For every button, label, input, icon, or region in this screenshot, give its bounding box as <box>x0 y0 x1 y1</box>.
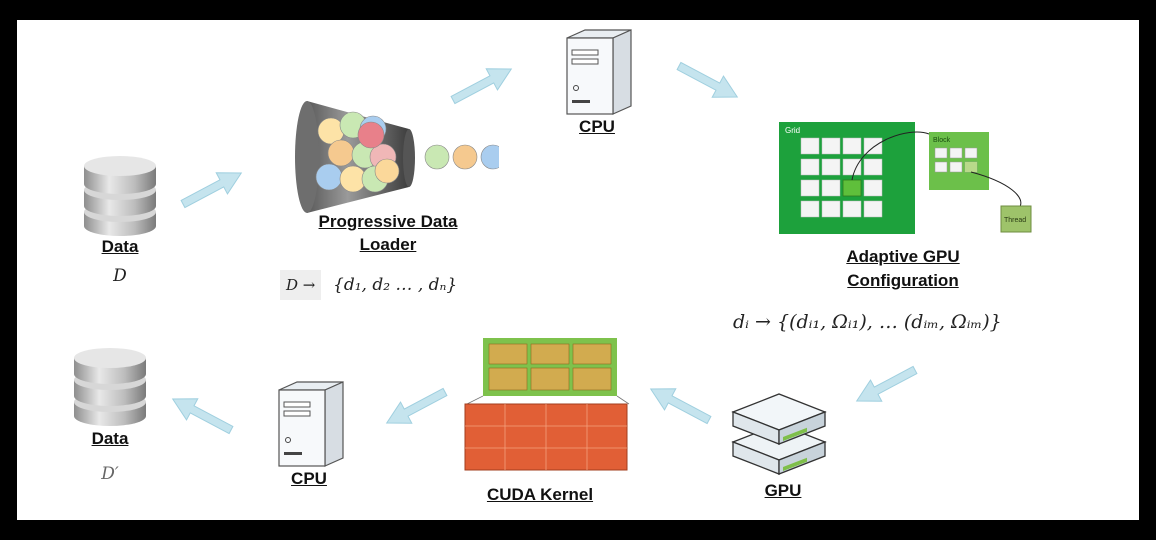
block-text: Block <box>933 137 951 144</box>
arrow-kernel-to-cpu <box>380 380 452 435</box>
cpu-tower-icon <box>278 381 344 467</box>
gpu-config-label-line2: Configuration <box>847 271 959 290</box>
grid-block-thread-figure: Grid Block Thread <box>779 122 1032 234</box>
loader-label-line2: Loader <box>359 235 417 254</box>
database-icon <box>74 348 146 426</box>
gpu-server-icon <box>731 393 827 475</box>
database-icon <box>84 156 156 236</box>
gpu-label: GPU <box>764 481 802 500</box>
cpu-bottom-label: CPU <box>291 469 327 488</box>
arrow-cpu-to-data <box>166 387 238 442</box>
loader-formula-right: {d₁, d₂ … , dₙ} <box>333 275 458 295</box>
data-output-label: Data <box>91 429 129 448</box>
arrow-cpu-to-config <box>672 54 744 109</box>
gpu-config-formula: dᵢ → {(dᵢ₁, Ωᵢ₁), … (dᵢₘ, Ωᵢₘ)} <box>733 311 1002 333</box>
thread-text: Thread <box>1004 217 1026 224</box>
arrow-data-to-loader <box>176 161 248 216</box>
loader-label-line1: Progressive Data <box>318 212 458 231</box>
funnel-icon <box>295 101 499 213</box>
cuda-kernel-figure <box>464 338 630 471</box>
cpu-top-label: CPU <box>579 117 615 136</box>
grid-text: Grid <box>785 126 800 135</box>
diagram-canvas: Data D Progr <box>17 20 1139 520</box>
loader-formula-left: D → <box>280 270 322 300</box>
arrow-config-to-gpu <box>850 358 922 413</box>
cpu-tower-icon <box>566 29 632 115</box>
data-input-label: Data <box>101 237 139 256</box>
data-input-symbol: D <box>113 266 127 286</box>
cuda-kernel-label: CUDA Kernel <box>486 485 594 504</box>
gpu-config-label-line1: Adaptive GPU <box>846 247 960 266</box>
data-output-symbol: D′ <box>101 464 119 484</box>
arrow-gpu-to-kernel <box>644 377 716 432</box>
